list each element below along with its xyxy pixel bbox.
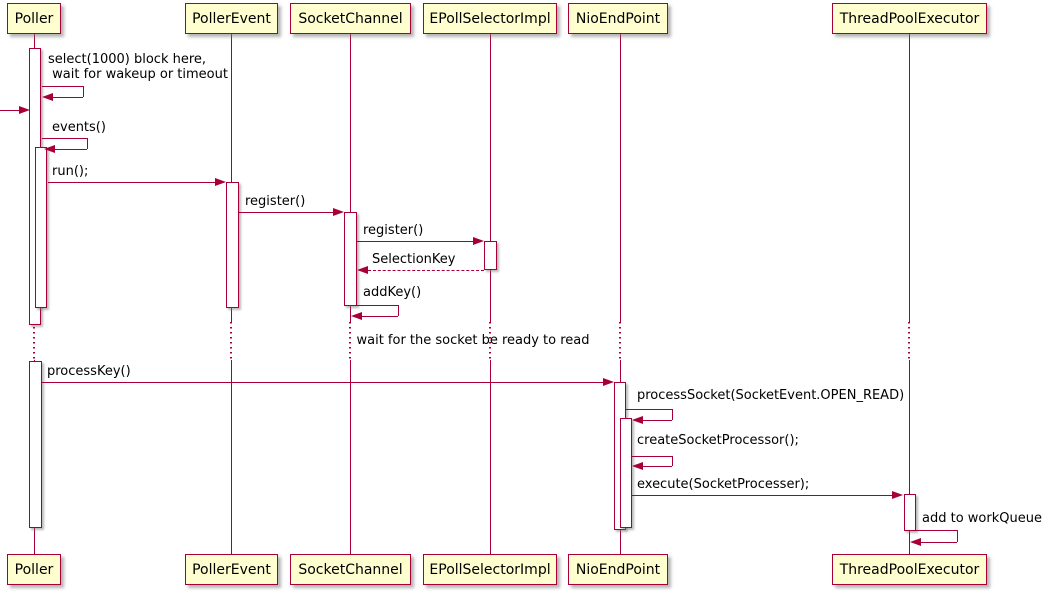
arrowhead-left-icon <box>910 537 921 546</box>
execute-label: execute(SocketProcesser); <box>637 477 810 492</box>
lifeline-epollselectorimpl <box>490 360 491 554</box>
participant-top-poller: Poller <box>7 3 61 34</box>
select-message-label-line1: select(1000) block here, <box>48 52 207 67</box>
arrowhead-right-icon <box>892 490 903 499</box>
addkey-self-message-line <box>398 305 399 316</box>
createsocketprocessor-self-message-line <box>632 456 672 457</box>
add-to-workqueue-label: add to workQueue <box>922 511 1042 526</box>
createsocketprocessor-self-message-line <box>643 466 672 467</box>
arrowhead-right-icon <box>19 105 30 114</box>
lifeline-socketchannel-delay <box>349 322 351 360</box>
activation-poller-2 <box>29 361 42 528</box>
arrowhead-left-icon <box>351 311 362 320</box>
lifeline-epollselectorimpl <box>490 34 491 322</box>
participant-bottom-threadpoolexecutor: ThreadPoolExecutor <box>832 554 987 585</box>
activation-poller-1-nested <box>35 147 47 308</box>
lifeline-nioendpoint <box>620 34 621 322</box>
addkey-self-message-line <box>357 305 398 306</box>
lifeline-pollerevent <box>231 360 232 554</box>
execute-message-line <box>632 495 892 496</box>
events-self-message-line <box>42 138 87 139</box>
delay-note-label: wait for the socket be ready to read <box>356 333 590 348</box>
createsocketprocessor-self-message-line <box>672 456 673 466</box>
register-epoll-line <box>357 241 473 242</box>
addkey-self-message-line <box>362 316 398 317</box>
select-self-message-line <box>42 86 83 87</box>
lifeline-poller-delay <box>33 322 35 360</box>
register-socketchannel-line <box>239 212 333 213</box>
activation-nioendpoint-nested <box>620 418 632 528</box>
participant-bottom-pollerevent: PollerEvent <box>185 554 278 585</box>
selectionkey-return-line <box>368 270 484 271</box>
participant-top-threadpoolexecutor: ThreadPoolExecutor <box>832 3 987 34</box>
processkey-message-line <box>42 382 603 383</box>
lifeline-threadpoolexecutor-delay <box>908 322 910 360</box>
workqueue-self-message-line <box>921 542 957 543</box>
addkey-label: addKey() <box>363 285 422 300</box>
run-message-line <box>48 182 215 183</box>
lifeline-socketchannel <box>350 360 351 554</box>
processkey-label: processKey() <box>47 364 131 379</box>
workqueue-self-message-line <box>957 530 958 542</box>
lifeline-pollerevent <box>231 34 232 322</box>
arrowhead-left-icon <box>632 461 643 470</box>
activation-pollerevent <box>226 182 239 308</box>
arrowhead-left-icon <box>357 265 368 274</box>
found-message-line <box>0 110 20 111</box>
lifeline-epollselectorimpl-delay <box>489 322 491 360</box>
activation-epollselectorimpl <box>484 241 497 270</box>
participant-top-epollselectorimpl: EPollSelectorImpl <box>423 3 557 34</box>
select-self-message-line <box>53 97 83 98</box>
activation-socketchannel <box>344 212 357 306</box>
lifeline-pollerevent-delay <box>230 322 232 360</box>
processsocket-self-message-line <box>643 420 672 421</box>
arrowhead-left-icon <box>632 415 643 424</box>
selectionkey-label: SelectionKey <box>372 252 456 267</box>
lifeline-threadpoolexecutor <box>909 360 910 554</box>
activation-threadpoolexecutor <box>904 494 916 531</box>
processsocket-self-message-line <box>626 409 672 410</box>
arrowhead-right-icon <box>603 377 614 386</box>
participant-top-pollerevent: PollerEvent <box>185 3 278 34</box>
arrowhead-left-icon <box>44 144 55 153</box>
arrowhead-right-icon <box>473 236 484 245</box>
arrowhead-right-icon <box>333 207 344 216</box>
register-socketchannel-label: register() <box>245 194 306 209</box>
workqueue-self-message-line <box>916 530 957 531</box>
lifeline-socketchannel <box>350 34 351 322</box>
lifeline-nioendpoint-delay <box>619 322 621 360</box>
arrowhead-right-icon <box>215 177 226 186</box>
arrowhead-left-icon <box>42 92 53 101</box>
participant-bottom-poller: Poller <box>7 554 61 585</box>
events-message-label: events() <box>52 120 106 135</box>
participant-bottom-epollselectorimpl: EPollSelectorImpl <box>423 554 557 585</box>
register-epoll-label: register() <box>363 223 424 238</box>
select-self-message-line <box>83 86 84 97</box>
events-self-message-line <box>87 138 88 149</box>
participant-bottom-nioendpoint: NioEndPoint <box>568 554 668 585</box>
events-self-message-line <box>55 149 87 150</box>
run-message-label: run(); <box>52 164 89 179</box>
lifeline-threadpoolexecutor <box>909 34 910 322</box>
createsocketprocessor-label: createSocketProcessor(); <box>637 433 799 448</box>
select-message-label-line2: wait for wakeup or timeout <box>48 67 228 82</box>
participant-top-socketchannel: SocketChannel <box>290 3 411 34</box>
processsocket-self-message-line <box>672 409 673 420</box>
processsocket-label: processSocket(SocketEvent.OPEN_READ) <box>637 388 905 403</box>
participant-bottom-socketchannel: SocketChannel <box>290 554 411 585</box>
participant-top-nioendpoint: NioEndPoint <box>568 3 668 34</box>
